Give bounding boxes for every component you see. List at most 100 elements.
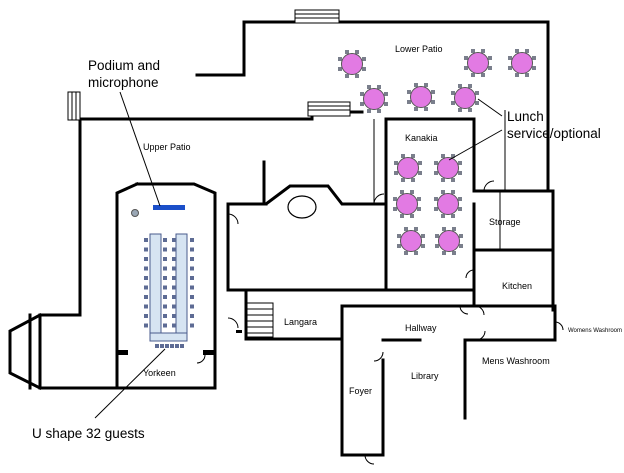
chair [401, 178, 405, 182]
round-table-top [437, 157, 459, 179]
chair [458, 197, 462, 201]
chair [377, 85, 381, 89]
chair [532, 56, 536, 60]
chair [435, 244, 439, 248]
chair [421, 244, 425, 248]
stairs-langara [246, 302, 274, 338]
label-kanakia: Kanakia [405, 133, 438, 143]
u-shape-setup [144, 233, 194, 348]
chair [345, 50, 349, 54]
u-chair [172, 257, 176, 261]
round-table [338, 50, 366, 78]
chair [481, 73, 485, 77]
chair [441, 214, 445, 218]
leader-podium [119, 91, 161, 207]
chair [393, 197, 397, 201]
chair [508, 66, 512, 70]
chair [452, 251, 456, 255]
callout-ushape: U shape 32 guests [32, 426, 145, 441]
chair [458, 108, 462, 112]
round-table-top [410, 86, 432, 108]
chair [458, 161, 462, 165]
u-chair [172, 247, 176, 252]
chair [400, 190, 404, 194]
u-chair [172, 276, 176, 280]
u-chair [172, 304, 176, 309]
u-chair [190, 247, 194, 252]
u-chair [190, 276, 194, 280]
round-table [508, 49, 536, 77]
round-table [434, 154, 462, 182]
label-womens-washroom: Womens Washroom [568, 328, 622, 334]
chair [488, 66, 492, 70]
chair [451, 91, 455, 95]
microphone-icon [131, 209, 139, 217]
leader-ushape [94, 348, 166, 419]
chair [384, 92, 388, 96]
chair [458, 207, 462, 211]
u-chair [190, 238, 194, 242]
chair [411, 178, 415, 182]
chair [434, 171, 438, 175]
chair [407, 100, 411, 104]
chair [345, 74, 349, 78]
chair [488, 56, 492, 60]
u-chair [163, 323, 167, 328]
label-yorkeen: Yorkeen [143, 368, 176, 378]
u-table-bottom [149, 332, 188, 342]
interior-lines [244, 21, 516, 308]
label-mens-washroom: Mens Washroom [482, 356, 550, 366]
u-chair [163, 238, 167, 242]
u-chair [144, 285, 148, 290]
round-table [397, 227, 425, 255]
callout-podium-line1: Podium and [88, 58, 160, 73]
u-chair [163, 276, 167, 280]
chair [410, 190, 414, 194]
chair [417, 207, 421, 211]
u-chair [144, 295, 148, 299]
chair [400, 214, 404, 218]
u-table-left [149, 233, 162, 337]
round-tables [338, 49, 536, 255]
leader-lunch-2 [448, 129, 503, 161]
chair [414, 227, 418, 231]
chair [475, 101, 479, 105]
round-table-top [438, 230, 460, 252]
callout-lunch-line2: service/optional [507, 126, 601, 141]
chair [459, 244, 463, 248]
round-table [435, 227, 463, 255]
chair [394, 161, 398, 165]
room-labels: Lower Patio Upper Patio Kanakia Storage … [143, 44, 622, 396]
stairs-top [294, 9, 340, 24]
chair [442, 227, 446, 231]
u-chair [172, 295, 176, 299]
chair [424, 83, 428, 87]
chair [414, 83, 418, 87]
chair [417, 197, 421, 201]
round-table-top [511, 52, 533, 74]
chair [451, 101, 455, 105]
u-chair [170, 344, 174, 348]
u-chair [190, 323, 194, 328]
doors [196, 180, 564, 465]
chair [418, 161, 422, 165]
round-table-top [454, 87, 476, 109]
u-chair [144, 314, 148, 318]
u-chair [190, 314, 194, 318]
chair [414, 107, 418, 111]
u-chair [172, 238, 176, 242]
u-chair [163, 285, 167, 290]
stairs-left [67, 91, 81, 121]
chair [515, 73, 519, 77]
chair [451, 214, 455, 218]
planter-oval [287, 195, 317, 219]
chair [338, 57, 342, 61]
chair [458, 84, 462, 88]
u-chair [163, 304, 167, 309]
u-chair [144, 257, 148, 261]
chair [442, 251, 446, 255]
chair [384, 102, 388, 106]
u-chair [163, 314, 167, 318]
chair [451, 154, 455, 158]
chair [377, 109, 381, 113]
